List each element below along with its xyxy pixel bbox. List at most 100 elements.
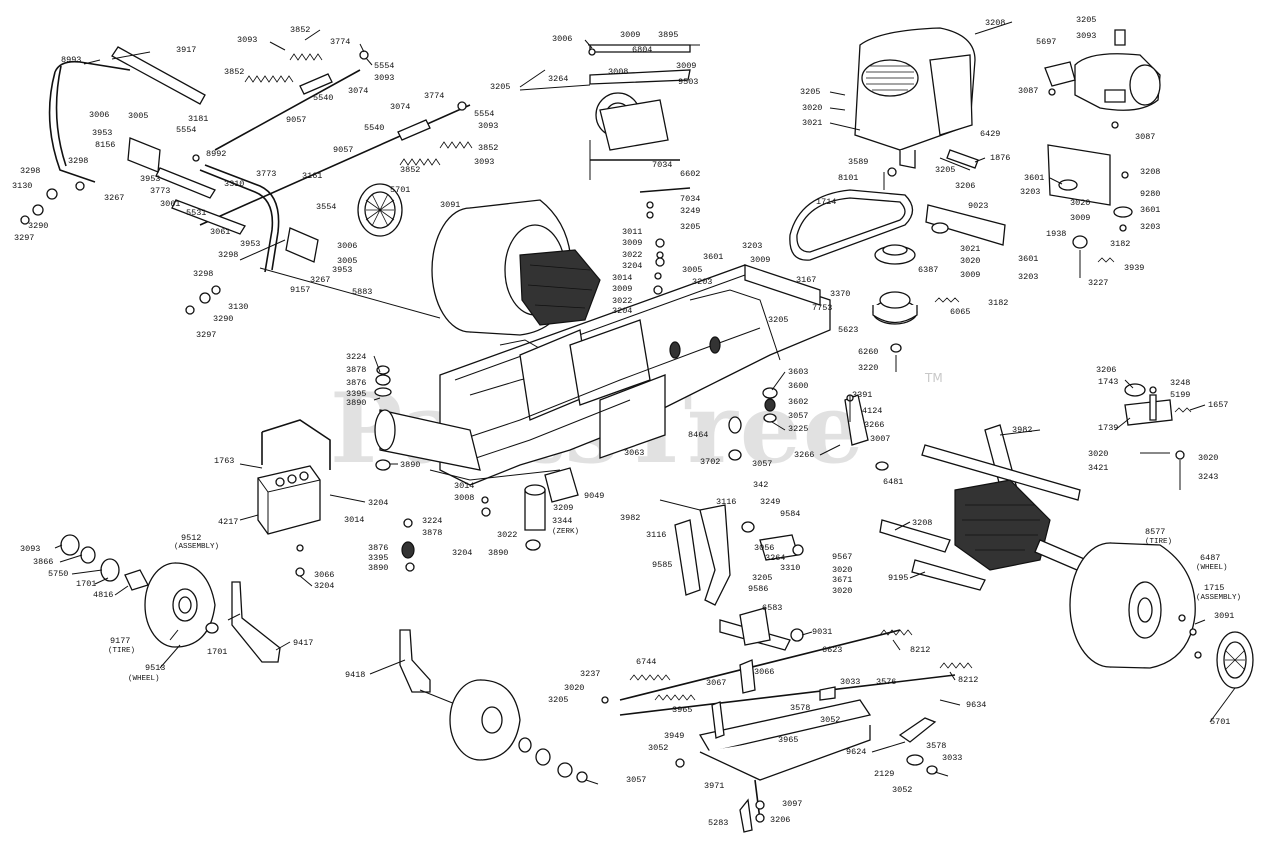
label: (ASSEMBLY) bbox=[1196, 594, 1241, 602]
label: 3852 bbox=[224, 67, 244, 77]
label: 3578 bbox=[790, 703, 810, 713]
watermark-tm: TM bbox=[924, 371, 943, 385]
label: 1714 bbox=[816, 197, 836, 207]
label: 5554 bbox=[374, 61, 394, 71]
label: 5623 bbox=[838, 325, 858, 335]
label: 3066 bbox=[754, 667, 774, 677]
label: 3020 bbox=[564, 683, 584, 693]
label: 8464 bbox=[688, 430, 708, 440]
label: 9023 bbox=[968, 201, 988, 211]
label: 3093 bbox=[237, 35, 257, 45]
label: 3895 bbox=[658, 30, 678, 40]
label: 9584 bbox=[780, 509, 800, 519]
label: 3965 bbox=[672, 705, 692, 715]
label: 3248 bbox=[1170, 378, 1190, 388]
label: 3205 bbox=[680, 222, 700, 232]
label: 9634 bbox=[966, 700, 986, 710]
label: 3022 bbox=[497, 530, 517, 540]
label: 3878 bbox=[346, 365, 366, 375]
engine-assembly bbox=[854, 27, 979, 169]
rear-transaxle-and-tire bbox=[844, 383, 1254, 689]
label: 3063 bbox=[624, 448, 644, 458]
label: 3267 bbox=[104, 193, 124, 203]
label: 2129 bbox=[874, 769, 894, 779]
part-number-labels: 3917 8993 3093 3852 3774 5554 3093 3852 … bbox=[12, 15, 1241, 828]
label: 5750 bbox=[48, 569, 68, 579]
label: 3130 bbox=[228, 302, 248, 312]
label: 3890 bbox=[400, 460, 420, 470]
label: 3949 bbox=[664, 731, 684, 741]
label: 3878 bbox=[422, 528, 442, 538]
label: 3982 bbox=[1012, 425, 1032, 435]
label: 8156 bbox=[95, 140, 115, 150]
label: 3890 bbox=[346, 398, 366, 408]
label: 5701 bbox=[390, 185, 410, 195]
label: 8993 bbox=[61, 55, 81, 65]
label: 3057 bbox=[752, 459, 772, 469]
label: 3057 bbox=[788, 411, 808, 421]
label: 3009 bbox=[622, 238, 642, 248]
label: 9503 bbox=[678, 77, 698, 87]
label: 1876 bbox=[990, 153, 1010, 163]
label: 3093 bbox=[374, 73, 394, 83]
label: 3852 bbox=[400, 165, 420, 175]
label: 3205 bbox=[768, 315, 788, 325]
label: 7034 bbox=[652, 160, 672, 170]
label: 3601 bbox=[703, 252, 723, 262]
label: 3266 bbox=[864, 420, 884, 430]
label: 3204 bbox=[622, 261, 642, 271]
label: 9049 bbox=[584, 491, 604, 501]
label: 1763 bbox=[214, 456, 234, 466]
label: 8577 bbox=[1145, 527, 1165, 537]
label: 9057 bbox=[333, 145, 353, 155]
label: 3061 bbox=[160, 199, 180, 209]
label: 3009 bbox=[960, 270, 980, 280]
label: 6481 bbox=[883, 477, 903, 487]
label: 3297 bbox=[196, 330, 216, 340]
label: 3052 bbox=[892, 785, 912, 795]
label: 3022 bbox=[612, 296, 632, 306]
label: 3014 bbox=[344, 515, 364, 525]
label: 4816 bbox=[93, 590, 113, 600]
label: 3578 bbox=[926, 741, 946, 751]
label: 3310 bbox=[224, 179, 244, 189]
steering-linkage bbox=[601, 499, 973, 833]
label: 6744 bbox=[636, 657, 656, 667]
label: 1701 bbox=[207, 647, 227, 657]
label: 3204 bbox=[452, 548, 472, 558]
label: 8212 bbox=[910, 645, 930, 655]
label: 3093 bbox=[20, 544, 40, 554]
label: 3249 bbox=[760, 497, 780, 507]
label: 3953 bbox=[92, 128, 112, 138]
label: (TIRE) bbox=[1145, 538, 1172, 546]
label: 8212 bbox=[958, 675, 978, 685]
label: 3074 bbox=[348, 86, 368, 96]
label: 3876 bbox=[368, 543, 388, 553]
label: 3006 bbox=[552, 34, 572, 44]
label: 3601 bbox=[1024, 173, 1044, 183]
label: 3005 bbox=[682, 265, 702, 275]
label: 5697 bbox=[1036, 37, 1056, 47]
label: 5554 bbox=[474, 109, 494, 119]
label: 3600 bbox=[788, 381, 808, 391]
label: 3006 bbox=[89, 110, 109, 120]
label: 1657 bbox=[1208, 400, 1228, 410]
label: 1739 bbox=[1098, 423, 1118, 433]
label: 3020 bbox=[1088, 449, 1108, 459]
label: 3009 bbox=[676, 61, 696, 71]
label: 3391 bbox=[852, 390, 872, 400]
label: 3116 bbox=[716, 497, 736, 507]
label: 3209 bbox=[553, 503, 573, 513]
label: 6487 bbox=[1200, 553, 1220, 563]
label: 3203 bbox=[1018, 272, 1038, 282]
label: 5199 bbox=[1170, 390, 1190, 400]
label: 3204 bbox=[368, 498, 388, 508]
label: 3009 bbox=[750, 255, 770, 265]
label: 5701 bbox=[1210, 717, 1230, 727]
label: 3206 bbox=[955, 181, 975, 191]
label: 6260 bbox=[858, 347, 878, 357]
label: 3020 bbox=[1198, 453, 1218, 463]
label: 3091 bbox=[1214, 611, 1234, 621]
label: 9585 bbox=[652, 560, 672, 570]
label: 3097 bbox=[782, 799, 802, 809]
